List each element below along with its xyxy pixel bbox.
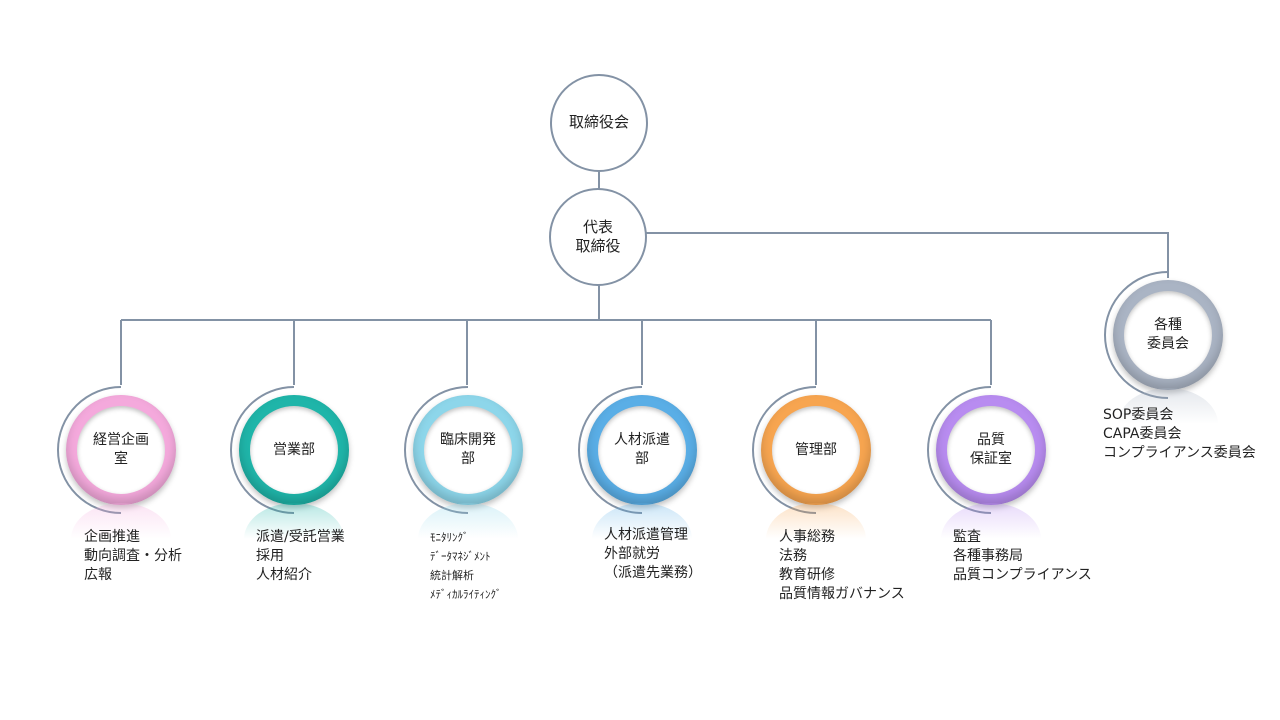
committee-outline-arc: [1104, 271, 1169, 399]
dept-haken-node[interactable]: 人材派遣 部: [577, 385, 707, 539]
dept-keiei-ring: 経営企画 室: [66, 395, 176, 505]
list-item: ﾃﾞｰﾀﾏﾈｼﾞﾒﾝﾄ: [430, 550, 491, 563]
dept-eigyo-ring: 営業部: [239, 395, 349, 505]
list-item: ﾒﾃﾞｨｶﾙﾗｲﾃｨﾝｸﾞ: [430, 588, 502, 601]
dept-hinshitsu-label: 品質 保証室: [947, 406, 1035, 494]
dept-rinsho-label: 臨床開発 部: [424, 406, 512, 494]
dept-hinshitsu-item-list: 監査各種事務局品質コンプライアンス: [953, 528, 1092, 585]
dept-kanri-ring: 管理部: [761, 395, 871, 505]
list-item: 動向調査・分析: [84, 548, 182, 564]
list-item: 企画推進: [84, 529, 140, 545]
dept-rinsho-item-list: ﾓﾆﾀﾘﾝｸﾞ ﾃﾞｰﾀﾏﾈｼﾞﾒﾝﾄ 統計解析 ﾒﾃﾞｨｶﾙﾗｲﾃｨﾝｸﾞ: [430, 528, 502, 604]
committee-label: 各種 委員会: [1124, 291, 1212, 379]
list-item: 採用: [256, 548, 284, 564]
dept-rinsho-ring: 臨床開発 部: [413, 395, 523, 505]
dept-keiei-label: 経営企画 室: [77, 406, 165, 494]
list-item: SOP委員会: [1103, 407, 1174, 423]
dept-kanri-node[interactable]: 管理部: [751, 385, 881, 539]
committee-ring: 各種 委員会: [1113, 280, 1223, 390]
list-item: 人材派遣管理: [604, 527, 688, 543]
list-item: 人材紹介: [256, 567, 312, 583]
list-item: 統計解析: [430, 569, 474, 582]
list-item: 各種事務局: [953, 548, 1023, 564]
dept-hinshitsu-outline-arc: [927, 386, 992, 514]
dept-eigyo-label: 営業部: [250, 406, 338, 494]
committee-item-list: SOP委員会 CAPA委員会コンプライアンス委員会: [1103, 406, 1256, 463]
dept-eigyo-node[interactable]: 営業部: [229, 385, 359, 539]
board-of-directors-node[interactable]: 取締役会: [550, 74, 648, 172]
dept-kanri-outline-arc: [752, 386, 817, 514]
committee-node[interactable]: 各種 委員会: [1103, 270, 1233, 424]
list-item: CAPA委員会: [1103, 426, 1182, 442]
list-item: ﾓﾆﾀﾘﾝｸﾞ: [430, 531, 469, 544]
dept-haken-item-list: 人材派遣管理外部就労 （派遣先業務）: [604, 526, 702, 583]
list-item: 法務: [779, 548, 807, 564]
list-item: 品質コンプライアンス: [953, 567, 1092, 583]
list-item: 人事総務: [779, 529, 835, 545]
dept-hinshitsu-ring: 品質 保証室: [936, 395, 1046, 505]
dept-kanri-item-list: 人事総務法務教育研修品質情報ガバナンス: [779, 528, 905, 604]
dept-keiei-node[interactable]: 経営企画 室: [56, 385, 186, 539]
ceo-node[interactable]: 代表 取締役: [549, 188, 647, 286]
dept-rinsho-outline-arc: [404, 386, 469, 514]
dept-eigyo-item-list: 派遣/受託営業採用人材紹介: [256, 528, 345, 585]
list-item: （派遣先業務）: [604, 565, 702, 581]
list-item: 品質情報ガバナンス: [779, 586, 905, 602]
dept-haken-label: 人材派遣 部: [598, 406, 686, 494]
list-item: 広報: [84, 567, 112, 583]
dept-keiei-item-list: 企画推進動向調査・分析広報: [84, 528, 182, 585]
list-item: コンプライアンス委員会: [1103, 445, 1256, 461]
dept-haken-outline-arc: [578, 386, 643, 514]
dept-kanri-label: 管理部: [772, 406, 860, 494]
list-item: 外部就労: [604, 546, 660, 562]
dept-eigyo-outline-arc: [230, 386, 295, 514]
list-item: 派遣/受託営業: [256, 529, 345, 545]
list-item: 教育研修: [779, 567, 835, 583]
dept-haken-ring: 人材派遣 部: [587, 395, 697, 505]
ceo-to-committee-line: [646, 232, 1169, 278]
list-item: 監査: [953, 529, 981, 545]
dept-keiei-outline-arc: [57, 386, 122, 514]
dept-hinshitsu-node[interactable]: 品質 保証室: [926, 385, 1056, 539]
dept-rinsho-node[interactable]: 臨床開発 部: [403, 385, 533, 539]
